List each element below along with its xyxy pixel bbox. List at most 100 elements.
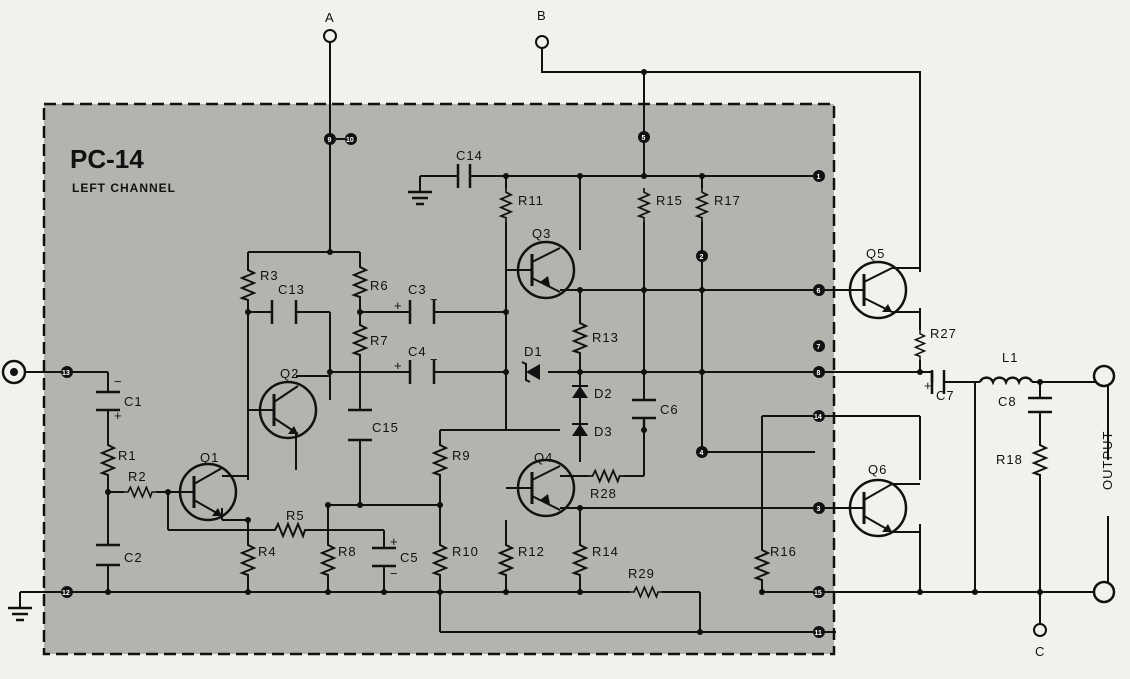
polarity-c5-plus: + [390, 534, 399, 549]
label-c3: C3 [408, 282, 427, 297]
label-r3: R3 [260, 268, 279, 283]
label-r11: R11 [518, 193, 544, 208]
svg-text:2: 2 [700, 254, 704, 261]
label-output: OUTPUT [1100, 431, 1115, 490]
pin-1: 1 [813, 170, 825, 182]
polarity-c7-plus: + [924, 378, 933, 393]
label-r8: R8 [338, 544, 357, 559]
label-q5: Q5 [866, 246, 885, 261]
label-c6: C6 [660, 402, 679, 417]
terminal-c[interactable] [1033, 623, 1047, 637]
pin-12: 12 [61, 586, 73, 598]
transistor-q5 [848, 260, 920, 320]
transistor-q3 [516, 240, 576, 300]
ground-icon [8, 606, 32, 622]
pin-4: 4 [696, 446, 708, 458]
polarity-c1-plus: + [114, 408, 123, 423]
board-pins: 9 10 5 1 2 6 7 8 14 4 3 15 11 13 12 [61, 131, 825, 638]
pin-8: 8 [813, 366, 825, 378]
svg-text:14: 14 [814, 414, 822, 421]
capacitor-c3 [408, 300, 436, 324]
ground-symbols [8, 190, 432, 622]
svg-text:6: 6 [817, 288, 821, 295]
pin-5: 5 [638, 131, 650, 143]
capacitor-c15 [348, 408, 372, 442]
svg-text:4: 4 [700, 450, 704, 457]
label-r15: R15 [656, 193, 683, 208]
svg-text:11: 11 [815, 630, 823, 637]
label-c14: C14 [456, 148, 483, 163]
polarity-c3-plus: + [394, 298, 403, 313]
label-c7: C7 [936, 388, 955, 403]
pin-6: 6 [813, 284, 825, 296]
label-c8: C8 [998, 394, 1017, 409]
polarity-c1-minus: − [114, 374, 123, 389]
capacitor-c4 [408, 360, 436, 384]
resistor-r18 [1033, 439, 1047, 481]
pin-15: 15 [813, 586, 825, 598]
polarity-c4-minus: − [430, 352, 439, 367]
label-q1: Q1 [200, 450, 219, 465]
label-r16: R16 [770, 544, 797, 559]
label-r28: R28 [590, 486, 617, 501]
label-terminal-b: B [537, 8, 547, 23]
label-r10: R10 [452, 544, 479, 559]
diode-d1 [521, 361, 540, 383]
terminal-b[interactable] [535, 35, 549, 49]
board-subtitle: LEFT CHANNEL [72, 181, 176, 195]
label-r7: R7 [370, 333, 389, 348]
pin-11: 11 [813, 626, 825, 638]
label-c15: C15 [372, 420, 399, 435]
label-q2: Q2 [280, 366, 299, 381]
input-jack[interactable] [1, 359, 27, 385]
svg-text:13: 13 [62, 370, 70, 377]
transistor-q1 [178, 462, 238, 522]
label-q3: Q3 [532, 226, 551, 241]
svg-text:8: 8 [817, 370, 821, 377]
capacitor-c2 [96, 543, 120, 567]
diode-d3 [572, 423, 588, 436]
output-terminal-bottom[interactable] [1092, 580, 1116, 604]
polarity-c5-minus: − [390, 566, 399, 581]
labels: A B C OUTPUT Q1 Q2 Q3 Q4 Q5 Q6 R3 R6 R7 … [114, 8, 1115, 659]
transistor-q4 [516, 458, 576, 518]
polarity-c3-minus: − [430, 292, 439, 307]
svg-text:10: 10 [346, 137, 354, 144]
resistor-r27 [914, 329, 926, 361]
pin-10: 10 [336, 133, 357, 145]
inductor-l1 [978, 376, 1034, 386]
svg-text:9: 9 [328, 137, 332, 144]
label-r1: R1 [118, 448, 137, 463]
svg-text:7: 7 [817, 344, 821, 351]
svg-text:5: 5 [642, 135, 646, 142]
label-r13: R13 [592, 330, 619, 345]
label-r14: R14 [592, 544, 619, 559]
capacitors [96, 164, 1052, 568]
label-c1: C1 [124, 394, 143, 409]
label-r2: R2 [128, 469, 147, 484]
svg-text:1: 1 [817, 174, 821, 181]
label-r4: R4 [258, 544, 277, 559]
label-terminal-c: C [1035, 644, 1045, 659]
pin-2: 2 [696, 250, 708, 262]
label-d3: D3 [594, 424, 613, 439]
junctions [105, 69, 1043, 635]
transistor-q2 [258, 380, 318, 440]
transistors [178, 240, 920, 538]
board-title: PC-14 [70, 144, 144, 174]
capacitor-c8 [1028, 396, 1052, 414]
label-q4: Q4 [534, 450, 553, 465]
label-d2: D2 [594, 386, 613, 401]
capacitor-c5 [372, 546, 396, 568]
pin-7: 7 [813, 340, 825, 352]
label-c13: C13 [278, 282, 305, 297]
polarity-c7-minus: − [956, 374, 965, 389]
terminal-a[interactable] [323, 29, 337, 43]
label-q6: Q6 [868, 462, 887, 477]
label-r29: R29 [628, 566, 655, 581]
svg-text:3: 3 [817, 506, 821, 513]
output-terminal-top[interactable] [1092, 364, 1116, 388]
label-r6: R6 [370, 278, 389, 293]
